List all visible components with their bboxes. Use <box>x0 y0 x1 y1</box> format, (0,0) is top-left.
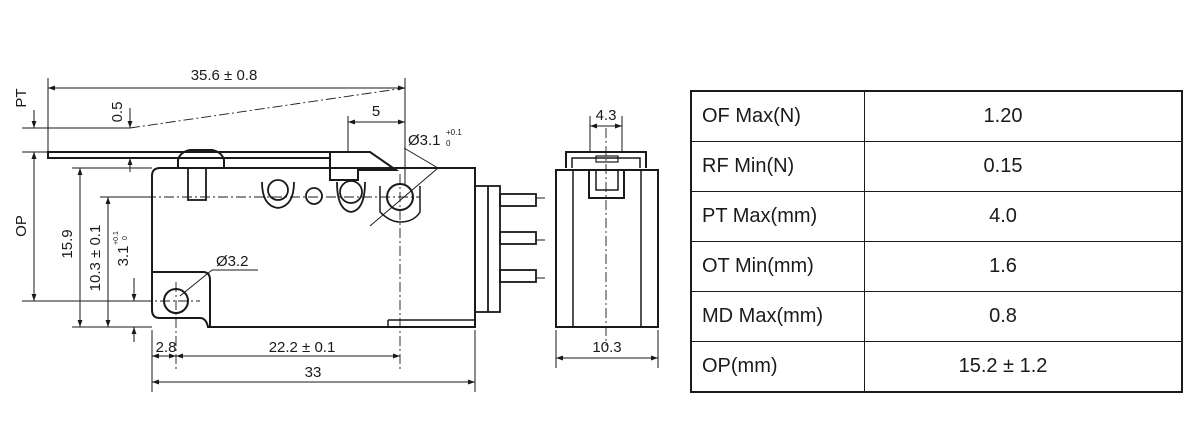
table-row: MD Max(mm) 0.8 <box>690 291 1183 342</box>
param-cell: RF Min(N) <box>690 141 865 192</box>
dim-pt-gap: 0.5 <box>109 102 126 123</box>
table-row: OF Max(N) 1.20 <box>690 90 1183 142</box>
dim-pitch: 22.2 ± 0.1 <box>269 339 336 356</box>
value-cell: 1.6 <box>864 241 1183 292</box>
plunger <box>177 149 225 168</box>
side-plunger <box>588 170 625 199</box>
value-cell: 1.20 <box>864 90 1183 142</box>
table-row: PT Max(mm) 4.0 <box>690 191 1183 242</box>
dim-roller-offset: 5 <box>372 103 380 120</box>
table-row: OP(mm) 15.2 ± 1.2 <box>690 341 1183 393</box>
switch-body <box>151 167 476 328</box>
dim-pt: PT <box>13 88 30 107</box>
dim-overall-length: 35.6 ± 0.8 <box>191 67 258 84</box>
front-view <box>47 87 545 370</box>
value-cell: 15.2 ± 1.2 <box>864 341 1183 393</box>
dim-op: OP <box>13 215 30 237</box>
param-cell: PT Max(mm) <box>690 191 865 242</box>
side-view-dimensions <box>555 116 659 368</box>
dim-roller-hole-tol-lower: 0 <box>446 139 451 148</box>
value-cell: 0.8 <box>864 291 1183 342</box>
dim-height-15-9: 15.9 <box>59 229 76 258</box>
dim-mount-hole: Ø3.2 <box>216 253 249 270</box>
dim-hole-offset: 3.1 <box>115 246 132 267</box>
side-view <box>555 128 659 346</box>
table-row: RF Min(N) 0.15 <box>690 141 1183 192</box>
dim-body-length: 33 <box>305 364 322 381</box>
table-row: OT Min(mm) 1.6 <box>690 241 1183 292</box>
mounting-tab <box>152 271 211 327</box>
dim-side-top-width: 4.3 <box>596 107 617 124</box>
value-cell: 0.15 <box>864 141 1183 192</box>
lever <box>47 151 331 159</box>
side-body <box>555 169 659 328</box>
dim-hole-offset-tol-lower: 0 <box>122 236 129 240</box>
dim-roller-hole: Ø3.1 <box>408 132 441 149</box>
lever-pivot <box>329 151 400 181</box>
dim-roller-hole-tol-upper: +0.1 <box>446 128 462 137</box>
dim-height-10-3: 10.3 ± 0.1 <box>87 225 104 292</box>
param-cell: OP(mm) <box>690 341 865 393</box>
dim-side-width: 10.3 <box>592 339 621 356</box>
param-cell: OT Min(mm) <box>690 241 865 292</box>
param-cell: MD Max(mm) <box>690 291 865 342</box>
value-cell: 4.0 <box>864 191 1183 242</box>
spec-table: OF Max(N) 1.20 RF Min(N) 0.15 PT Max(mm)… <box>690 90 1183 393</box>
terminals <box>474 185 545 313</box>
param-cell: OF Max(N) <box>690 90 865 142</box>
dim-edge-2-8: 2.8 <box>156 339 177 356</box>
dim-hole-offset-tol-upper: +0.1 <box>113 231 120 245</box>
front-view-dimensions <box>22 78 476 392</box>
